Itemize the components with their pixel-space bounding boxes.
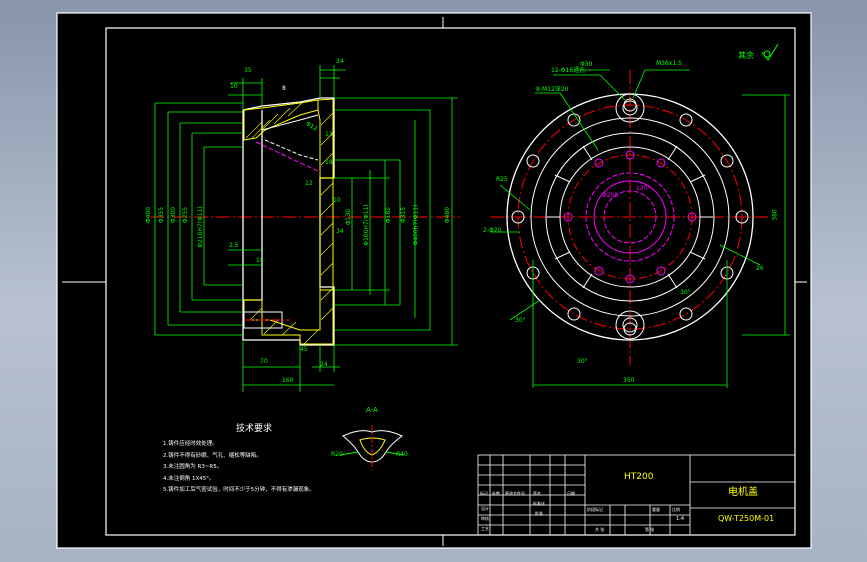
tech-item-5: 5.铸件加工后气密试验，时间不少于5分钟，不得有渗漏现象。	[163, 487, 315, 493]
callout-30-left: 30°	[515, 317, 526, 324]
tb-mid-approve: 批准	[535, 511, 543, 516]
dim-10: 10	[333, 197, 341, 204]
dim-15: 15	[256, 257, 264, 264]
dim-70: 70	[260, 358, 268, 365]
front-view	[490, 69, 790, 388]
tb-sheets: 共 张	[595, 527, 605, 532]
tb-label-doc: 更改文件号	[505, 491, 525, 496]
dim-18: 18	[325, 159, 333, 166]
bore-hidden-circle	[585, 172, 675, 262]
tb-label-count: 处数	[492, 491, 500, 496]
dim-top-34: 34	[336, 58, 344, 65]
dim-dia-255: Φ255	[182, 206, 190, 224]
tb-scale: 比例	[672, 507, 680, 512]
tb-label-sign: 签名	[533, 491, 541, 496]
callout-r25: R25	[496, 176, 508, 183]
tapped-holes	[563, 150, 697, 284]
surface-roughness-symbol	[761, 43, 779, 61]
dim-dia-182: Φ182	[385, 206, 393, 224]
side-outer-profile	[242, 97, 335, 346]
tb-sheet-no: 第 张	[645, 527, 655, 532]
callout-8-m12: 8-M12深20	[536, 86, 569, 93]
top-lug	[615, 93, 645, 123]
tech-item-2: 2.铸件不得有砂眼、气孔、缩松等缺陷。	[163, 452, 262, 459]
dim-dia-300: Φ300	[170, 206, 178, 224]
tap-circle	[567, 154, 693, 280]
tb-stage: 阶段标记	[587, 507, 603, 512]
dim-dia-100: Φ100H7(Φ11)	[362, 204, 370, 246]
dim-34: 34	[336, 228, 344, 235]
section-label: A-A	[366, 406, 378, 414]
drawing-number: QW-T250M-01	[718, 514, 775, 523]
dim-380: 380	[771, 209, 779, 221]
dim-13: 13	[325, 131, 333, 138]
hatch-lines	[245, 102, 334, 345]
section-r40: R40	[396, 451, 408, 458]
dim-24: 24	[320, 361, 328, 368]
tb-row-design: 设计	[481, 506, 489, 511]
material: HT200	[624, 472, 654, 482]
dim-12: 12	[305, 180, 313, 187]
dim-top-8: 8	[282, 85, 286, 92]
dim-top-35: 35	[244, 67, 252, 74]
dim-dia-130: Φ130	[345, 208, 353, 226]
part-title: 电机盖	[728, 487, 758, 498]
tb-mid-standard: 标准化	[533, 501, 545, 506]
bolt-circle	[517, 104, 743, 330]
callout-30-bottom: 30°	[577, 358, 588, 365]
dim-dia-315: Φ315	[400, 206, 408, 224]
section-flange-top	[243, 99, 319, 141]
side-section-view	[150, 65, 460, 392]
dim-45: 45	[300, 346, 308, 353]
dim-dia-480: Φ480	[444, 206, 452, 224]
tb-weight: 重量	[652, 507, 660, 512]
scale-value: 1:4	[676, 516, 685, 522]
callout-phi30: Φ30	[580, 61, 593, 68]
callout-2-phi20: 2-Φ20	[483, 227, 502, 234]
tech-item-3: 3.未注圆角为 R3~R5。	[163, 464, 223, 470]
dim-phi-12: Φ12	[304, 120, 319, 133]
title-block	[477, 454, 796, 536]
tb-label-mark: 标记	[480, 491, 488, 496]
front-dimension-lines	[490, 69, 790, 388]
callout-120: 120°	[636, 185, 651, 192]
dim-dia-400h7: Φ400h7(Φ11)	[412, 204, 420, 246]
dim-dia-400: Φ400	[145, 206, 153, 224]
bottom-lug	[615, 310, 645, 340]
tb-row-review: 审核	[481, 516, 489, 521]
callout-30-right: 30°	[680, 289, 691, 296]
dim-26: 26	[756, 265, 764, 272]
spigot-circle	[545, 132, 715, 302]
dim-dia-355: Φ355	[158, 206, 166, 224]
surface-note: 其余	[738, 51, 754, 60]
dim-dia-210: Φ210H7(Φ11)	[196, 206, 204, 248]
tech-requirements: 技术要求 1.铸件应经时效处理。 2.铸件不得有砂眼、气孔、缩松等缺陷。 3.未…	[163, 425, 315, 494]
section-detail-aa	[339, 425, 405, 470]
dim-160: 160	[282, 377, 294, 384]
dim-2-5: 2.5	[229, 242, 239, 249]
radial-ribs	[547, 145, 713, 289]
outer-frame	[56, 12, 812, 549]
bore-circle	[593, 180, 667, 254]
callout-phi258: Φ258	[602, 192, 619, 199]
rim-circle	[530, 117, 730, 317]
inner-bore-circle	[603, 190, 657, 244]
tb-row-process: 工艺	[481, 526, 489, 531]
tech-requirements-heading: 技术要求	[236, 424, 273, 434]
tb-label-date: 日期	[567, 491, 575, 496]
tech-item-1: 1.铸件应经时效处理。	[163, 441, 218, 447]
callout-m36: M36x1.5	[656, 60, 682, 67]
flange-bolt-holes	[511, 98, 749, 336]
tech-item-4: 4.未注倒角 1X45°。	[163, 475, 215, 482]
dim-350: 350	[623, 377, 635, 384]
side-dimension-lines	[154, 65, 458, 392]
callout-12-holes: 12-Φ16通孔	[551, 67, 586, 74]
dim-top-10: 10	[230, 83, 238, 90]
section-r20: R20	[331, 451, 343, 458]
